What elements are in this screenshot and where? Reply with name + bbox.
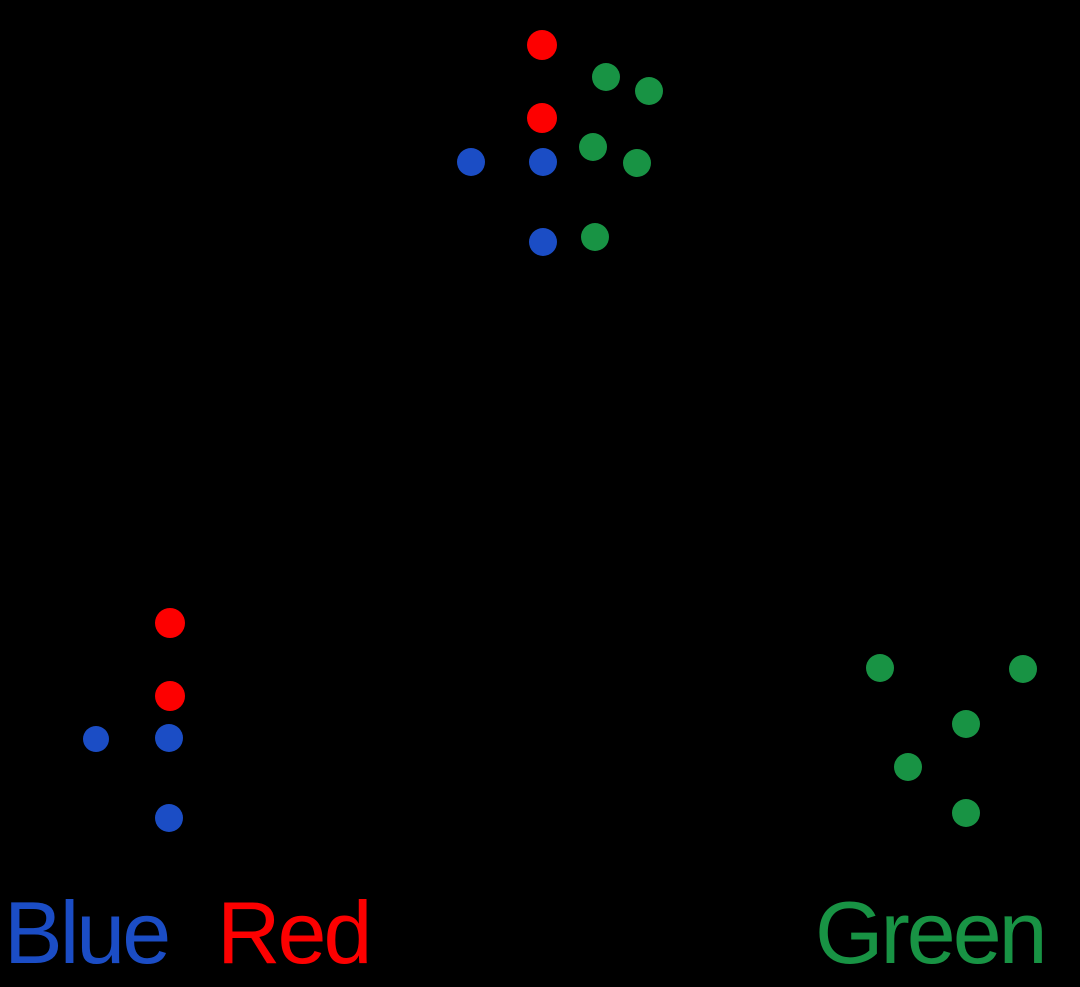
red-dot xyxy=(155,681,185,711)
blue-dot xyxy=(155,804,183,832)
blue-dot xyxy=(529,148,557,176)
green-dot xyxy=(581,223,609,251)
green-dot xyxy=(635,77,663,105)
blue-cluster-label: Blue xyxy=(4,883,171,982)
red-dot xyxy=(155,608,185,638)
green-dot xyxy=(866,654,894,682)
red-cluster-label: Red xyxy=(217,883,372,982)
green-dot xyxy=(952,710,980,738)
blue-dot xyxy=(529,228,557,256)
green-dot xyxy=(894,753,922,781)
green-cluster-label: Green xyxy=(815,883,1048,982)
blue-dot xyxy=(457,148,485,176)
green-dot xyxy=(1009,655,1037,683)
green-dot xyxy=(579,133,607,161)
blue-dot xyxy=(155,724,183,752)
red-dot xyxy=(527,30,557,60)
green-dot xyxy=(952,799,980,827)
blue-dot xyxy=(83,726,109,752)
red-dot xyxy=(527,103,557,133)
green-dot xyxy=(623,149,651,177)
green-dot xyxy=(592,63,620,91)
